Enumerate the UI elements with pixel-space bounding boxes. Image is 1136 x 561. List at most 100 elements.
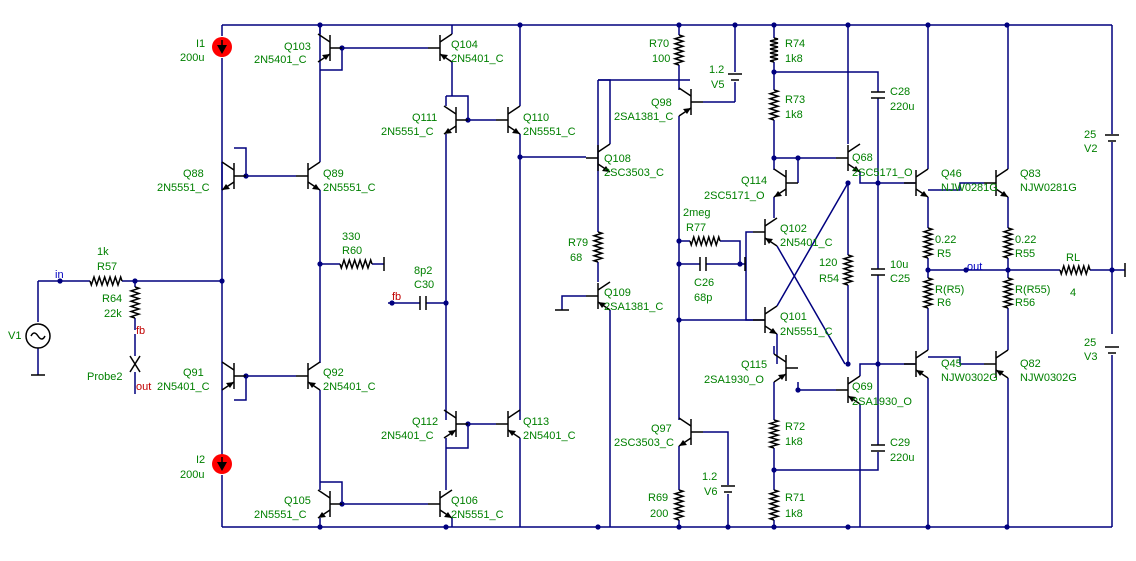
C30-name: C30 bbox=[414, 279, 434, 291]
V3-value: 25 bbox=[1084, 337, 1096, 349]
junction-dot bbox=[595, 524, 601, 530]
Q101-part: 2N5551_C bbox=[780, 326, 833, 338]
zigzag bbox=[1001, 227, 1015, 259]
emitter-arrow bbox=[318, 512, 326, 518]
transistor-Q106 bbox=[428, 489, 453, 519]
Q88-name: Q88 bbox=[183, 168, 204, 180]
Q110-name: Q110 bbox=[523, 112, 549, 124]
R77-name: R77 bbox=[686, 222, 706, 234]
probe-Probe2 bbox=[129, 355, 141, 373]
resistor-R69 bbox=[672, 489, 686, 521]
Q108-part: 2SC3503_C bbox=[604, 167, 664, 179]
emitter-arrow bbox=[778, 374, 786, 380]
collector-lead bbox=[317, 33, 331, 43]
collector-lead bbox=[307, 161, 321, 171]
junction-dot bbox=[845, 524, 851, 530]
transistor-Q105 bbox=[317, 489, 342, 519]
wire bbox=[720, 240, 741, 264]
transistor-Q82 bbox=[984, 349, 1009, 379]
R64-value: 22k bbox=[104, 308, 122, 320]
net-out-label: out bbox=[967, 261, 982, 273]
Q45-name: Q45 bbox=[941, 358, 962, 370]
collector-lead bbox=[443, 105, 457, 115]
C28-value: 220u bbox=[890, 101, 914, 113]
Q104-name: Q104 bbox=[451, 39, 478, 51]
zigzag bbox=[689, 234, 721, 248]
V5-name: V5 bbox=[711, 79, 724, 91]
transistor-Q69 bbox=[836, 375, 861, 405]
Probe2-name: Probe2 bbox=[87, 371, 122, 383]
C30-value: 8p2 bbox=[414, 265, 432, 277]
V6-value: 1.2 bbox=[702, 471, 717, 483]
transistor-Q114 bbox=[773, 168, 798, 198]
battery-V5 bbox=[728, 73, 742, 81]
capacitor-C26 bbox=[699, 257, 707, 271]
Q102-name: Q102 bbox=[780, 223, 807, 235]
junction-dot bbox=[57, 278, 63, 284]
capacitor-C29 bbox=[871, 444, 885, 452]
wire bbox=[234, 147, 247, 176]
C25-value: 10u bbox=[890, 259, 908, 271]
R77-value: 2meg bbox=[683, 207, 711, 219]
wire bbox=[797, 382, 836, 391]
R54-value: 120 bbox=[819, 257, 837, 269]
RL-value: 4 bbox=[1070, 287, 1076, 299]
resistor-R57 bbox=[89, 274, 123, 288]
emitter-arrow bbox=[308, 382, 316, 388]
R55-value: 0.22 bbox=[1015, 234, 1036, 246]
collector-lead bbox=[307, 361, 321, 371]
emitter-arrow bbox=[683, 108, 691, 114]
V6-name: V6 bbox=[704, 486, 717, 498]
arrow bbox=[217, 45, 227, 54]
body bbox=[25, 323, 51, 349]
resistor-R74 bbox=[769, 37, 779, 63]
RL-name: RL bbox=[1066, 252, 1080, 264]
transistor-Q97 bbox=[678, 417, 703, 447]
junction-dot bbox=[1004, 524, 1010, 530]
Q97-name: Q97 bbox=[651, 423, 672, 435]
Q46-name: Q46 bbox=[941, 168, 962, 180]
wire bbox=[561, 295, 586, 310]
emitter-arrow bbox=[448, 430, 456, 436]
Q106-part: 2N5551_C bbox=[451, 509, 504, 521]
wire bbox=[446, 95, 469, 120]
transistor-Q83 bbox=[984, 168, 1009, 198]
Q69-name: Q69 bbox=[852, 381, 873, 393]
wire bbox=[320, 48, 343, 71]
R60-value: 330 bbox=[342, 231, 360, 243]
resistor-R73 bbox=[767, 89, 781, 121]
zigzag bbox=[767, 89, 781, 121]
resistor-R72 bbox=[767, 419, 781, 449]
transistor-Q68 bbox=[836, 143, 861, 173]
Q103-name: Q103 bbox=[284, 41, 311, 53]
net-fb-label-c30: fb bbox=[392, 291, 401, 303]
emitter-arrow bbox=[1000, 191, 1008, 197]
current-source-I1 bbox=[212, 37, 232, 57]
transistor-Q115 bbox=[773, 353, 798, 383]
Q110-part: 2N5551_C bbox=[523, 126, 576, 138]
arrow bbox=[217, 462, 227, 471]
Q83-name: Q83 bbox=[1020, 168, 1041, 180]
emitter-arrow bbox=[444, 128, 452, 134]
wire bbox=[234, 376, 247, 401]
wire bbox=[745, 231, 753, 321]
junction-dot bbox=[963, 267, 969, 273]
Q82-part: NJW0302G bbox=[1020, 372, 1077, 384]
zigzag bbox=[767, 489, 781, 521]
resistor-R64 bbox=[128, 286, 142, 319]
collector-lead bbox=[847, 375, 861, 385]
sine bbox=[30, 332, 46, 340]
Q115-part: 2SA1930_O bbox=[704, 374, 764, 386]
components bbox=[25, 33, 1126, 521]
C28-name: C28 bbox=[890, 86, 910, 98]
emitter-arrow bbox=[920, 191, 928, 197]
Q109-name: Q109 bbox=[604, 287, 631, 299]
Q109-part: 2SA1381_C bbox=[604, 301, 663, 313]
resistor-R56 bbox=[1001, 277, 1015, 309]
R72-value: 1k8 bbox=[785, 436, 803, 448]
capacitor-C28 bbox=[871, 91, 885, 99]
Q98-part: 2SA1381_C bbox=[614, 111, 673, 123]
Q68-name: Q68 bbox=[852, 152, 873, 164]
wire bbox=[446, 424, 469, 449]
